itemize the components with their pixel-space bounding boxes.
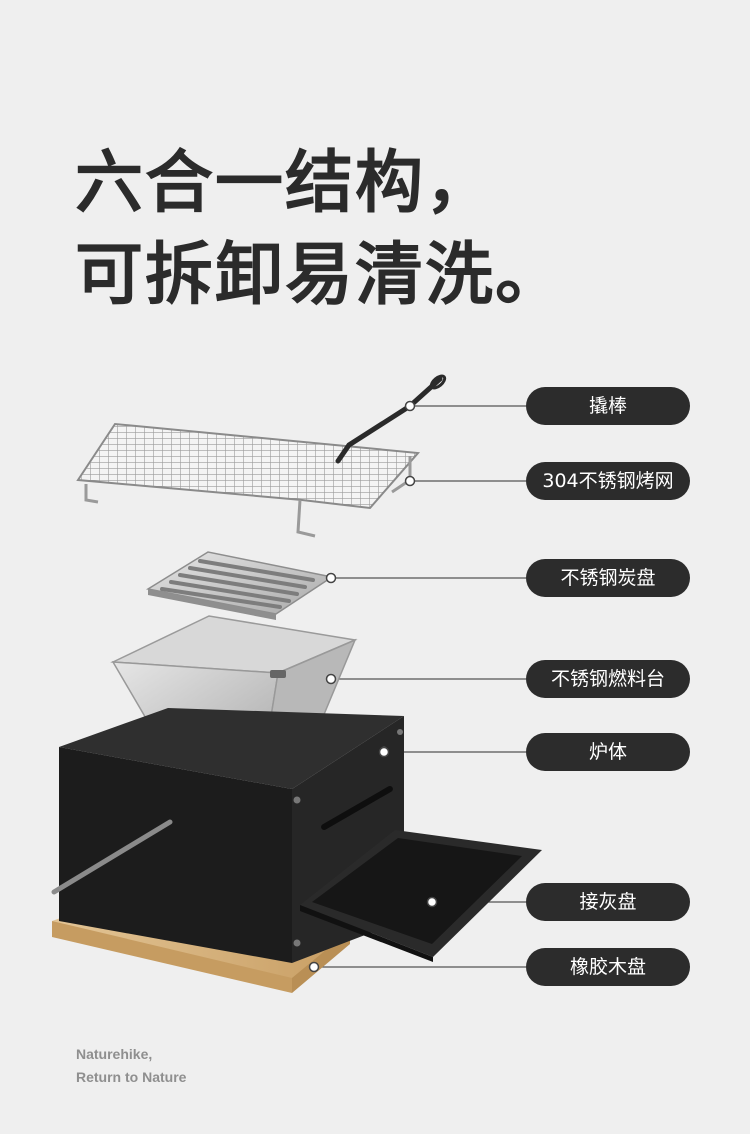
label-wood-tray: 橡胶木盘 <box>526 948 690 986</box>
headline-line-2: 可拆卸易清洗。 <box>75 236 566 315</box>
label-grill-net: 304不锈钢烤网 <box>526 462 690 500</box>
poker <box>335 374 447 464</box>
label-stove-body: 炉体 <box>526 733 690 771</box>
brand-line-1: Naturehike, <box>76 1046 153 1062</box>
label-ash-tray: 接灰盘 <box>526 883 690 921</box>
label-fuel-stand: 不锈钢燃料台 <box>526 660 690 698</box>
label-charcoal-plate: 不锈钢炭盘 <box>526 559 690 597</box>
page-headline: 六合一结构， 可拆卸易清洗。 <box>75 138 565 322</box>
charcoal-plate <box>145 551 334 620</box>
callout-dots <box>308 400 438 973</box>
grill-net <box>76 422 421 538</box>
ash-tray <box>300 830 542 962</box>
label-poker: 撬棒 <box>526 387 690 425</box>
brand-line-2: Return to Nature <box>76 1069 187 1085</box>
brand-slogan: Naturehike, Return to Nature <box>76 1043 186 1089</box>
headline-line-1: 六合一结构， <box>75 144 496 223</box>
